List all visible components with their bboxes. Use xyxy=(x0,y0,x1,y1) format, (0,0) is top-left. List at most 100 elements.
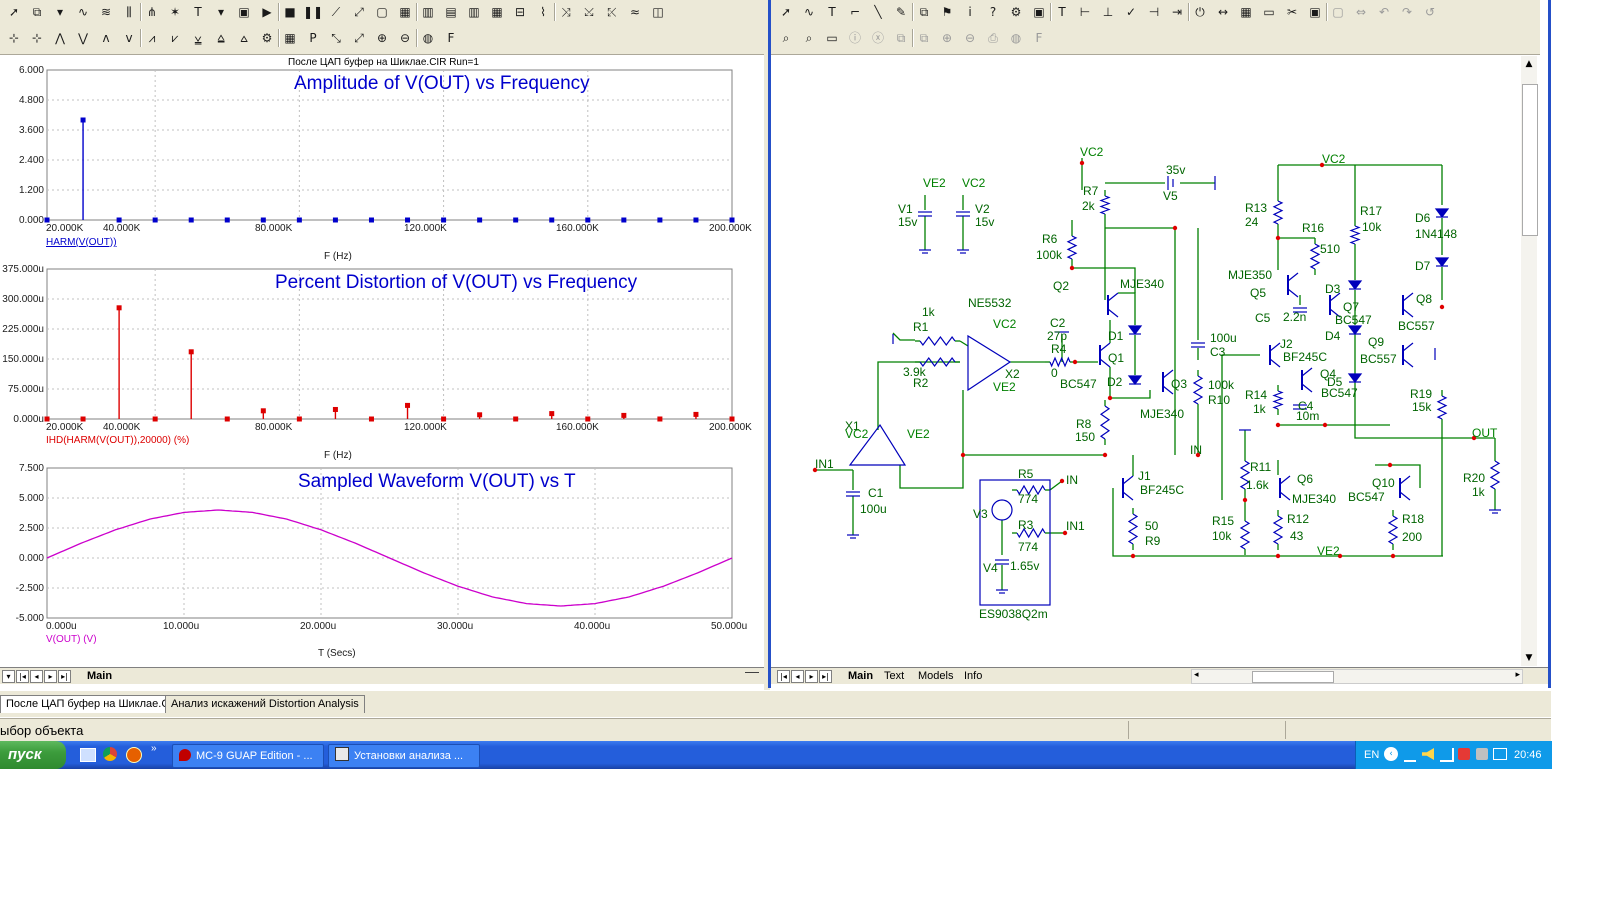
tab-scroll-menu[interactable]: ▾ xyxy=(2,670,15,683)
star-icon[interactable]: ✶ xyxy=(169,5,181,19)
scope-icon[interactable]: ◫ xyxy=(652,5,664,19)
series-name-waveform[interactable]: V(OUT) (V) xyxy=(46,634,97,645)
arrow-select-icon[interactable]: ➚ xyxy=(8,5,20,19)
hscroll-left-button[interactable]: ◂ xyxy=(1194,670,1199,680)
tab-next-button[interactable]: ▸ xyxy=(805,670,818,683)
scissors-icon[interactable]: ✂ xyxy=(1286,5,1298,19)
find-icon[interactable]: ⌕ xyxy=(805,31,813,45)
tag-left-icon[interactable]: ⤡ xyxy=(331,31,341,45)
wire-icon[interactable]: ∿ xyxy=(77,5,89,19)
taskbar-button-analysis-settings[interactable]: Установки анализа ... xyxy=(328,744,480,768)
monitor-icon[interactable] xyxy=(1493,748,1507,760)
line-icon[interactable]: ╲ xyxy=(874,5,882,19)
taskbar-button-microcap[interactable]: MC-9 GUAP Edition - ... xyxy=(172,744,324,768)
zoom-out-icon[interactable]: ⊖ xyxy=(964,31,976,45)
doc-tab-distortion[interactable]: Анализ искажений Distortion Analysis xyxy=(165,695,365,713)
marker2-icon[interactable]: ⤩ xyxy=(584,5,594,19)
stripes-icon[interactable]: ▥ xyxy=(422,5,434,19)
schematic-vscrollbar[interactable]: ▲ ▼ xyxy=(1521,56,1538,666)
tab-main[interactable]: Main xyxy=(848,670,874,682)
tab-prev-button[interactable]: ◂ xyxy=(30,670,43,683)
hscroll-thumb[interactable] xyxy=(1252,671,1334,683)
comment-icon[interactable]: ✎ xyxy=(895,5,907,19)
scroll-up-button[interactable]: ▲ xyxy=(1525,59,1533,69)
window-divider[interactable] xyxy=(764,0,770,690)
range-icon[interactable]: ↔ xyxy=(1217,5,1229,19)
grid-icon[interactable]: ▦ xyxy=(1240,5,1252,19)
wave-icon[interactable]: ⌇ xyxy=(540,5,546,19)
antivirus-icon[interactable] xyxy=(1458,748,1470,760)
peak-icon[interactable]: ⋀ xyxy=(55,31,65,45)
color-icon[interactable]: ◍ xyxy=(422,31,434,45)
tag-right-icon[interactable]: ⤢ xyxy=(354,31,364,45)
pin-connect-icon[interactable]: ⊣ xyxy=(1148,5,1160,19)
font-icon[interactable]: F xyxy=(447,31,455,45)
table-icon[interactable]: ▦ xyxy=(284,31,296,45)
pin-icon[interactable]: ⊢ xyxy=(1079,5,1091,19)
quicklaunch-desktop-icon[interactable] xyxy=(80,748,96,762)
tab-info[interactable]: Info xyxy=(964,670,983,682)
marker3-icon[interactable]: ⤪ xyxy=(607,5,617,19)
capture-icon[interactable]: ▣ xyxy=(1309,5,1321,19)
run-icon[interactable]: ▶ xyxy=(262,5,272,19)
print-icon[interactable]: ⎙ xyxy=(988,31,998,45)
display-icon[interactable]: ▣ xyxy=(1033,5,1045,19)
lines-icon[interactable]: ≋ xyxy=(100,5,112,19)
grid-icon[interactable]: ▦ xyxy=(399,5,411,19)
check-icon[interactable]: ✓ xyxy=(1125,5,1137,19)
component-icon[interactable]: ⧉ xyxy=(919,5,929,19)
tree-icon[interactable]: ⋔ xyxy=(146,5,158,19)
hscroll-right-button[interactable]: ▸ xyxy=(1515,670,1520,680)
clock[interactable]: 20:46 xyxy=(1514,749,1542,761)
redo-icon[interactable]: ↷ xyxy=(1401,5,1413,19)
stripes2-icon[interactable]: ▤ xyxy=(445,5,457,19)
undo-icon[interactable]: ↶ xyxy=(1378,5,1390,19)
usb-icon[interactable] xyxy=(1476,748,1488,760)
comment2-icon[interactable]: ▭ xyxy=(826,31,838,45)
info-icon[interactable]: i xyxy=(968,5,972,19)
arrow-in-icon[interactable]: ⇥ xyxy=(1171,5,1183,19)
high-icon[interactable]: ʌ xyxy=(102,31,110,45)
bent-wire-icon[interactable]: ⌐ xyxy=(849,5,861,19)
gear-icon[interactable]: ⚙ xyxy=(1010,5,1022,19)
slope-icon[interactable]: ⟋ xyxy=(331,5,341,19)
text-box-icon[interactable]: T xyxy=(1058,5,1066,19)
series-name-distortion[interactable]: IHD(HARM(V(OUT)),20000) (%) xyxy=(46,435,190,446)
low-icon[interactable]: v xyxy=(125,31,133,45)
binoculars-icon[interactable]: ⌕ xyxy=(782,31,790,45)
schematic-hscrollbar[interactable]: ◂ ▸ xyxy=(1191,669,1523,684)
language-indicator[interactable]: EN xyxy=(1364,749,1380,761)
text-tool-icon[interactable]: T xyxy=(828,5,836,19)
valley-icon[interactable]: ⋁ xyxy=(78,31,88,45)
component-icon[interactable]: ⧉ xyxy=(32,5,42,19)
quicklaunch-chrome-icon[interactable] xyxy=(103,747,117,761)
font-icon[interactable]: F xyxy=(1035,31,1043,45)
quicklaunch-firefox-icon[interactable] xyxy=(126,747,142,763)
tab-prev-button[interactable]: ◂ xyxy=(791,670,804,683)
tab-next-button[interactable]: ▸ xyxy=(44,670,57,683)
zoom-out-icon[interactable]: ⊖ xyxy=(399,31,411,45)
node-icon[interactable]: ⊥ xyxy=(1102,5,1114,19)
grid2-icon[interactable]: ▦ xyxy=(491,5,503,19)
volume-icon[interactable] xyxy=(1422,748,1434,760)
paste-icon[interactable]: ⧉ xyxy=(919,31,929,45)
bus-icon[interactable]: ⫼ xyxy=(126,5,132,19)
slope2-icon[interactable]: ⤢ xyxy=(354,5,364,19)
doc-tab-circuit[interactable]: После ЦАП буфер на Шиклае.CIR xyxy=(0,695,187,713)
series-name-amplitude[interactable]: HARM(V(OUT)) xyxy=(46,237,117,248)
plot-icon[interactable]: ⊟ xyxy=(514,5,526,19)
wire-icon[interactable]: ∿ xyxy=(803,5,815,19)
tag-icon[interactable]: ⚙ xyxy=(261,31,273,45)
inflect-icon[interactable]: ⩣ xyxy=(194,31,202,45)
global-low-icon[interactable]: ⩟ xyxy=(240,31,248,45)
arrows-icon[interactable]: ⇔ xyxy=(1355,5,1367,19)
stripes3-icon[interactable]: ▥ xyxy=(468,5,480,19)
network-icon[interactable] xyxy=(1404,748,1416,762)
info2-icon[interactable]: ⓘ xyxy=(848,31,861,45)
page-icon[interactable]: ▭ xyxy=(1263,5,1275,19)
onoff-icon[interactable]: ⏻ xyxy=(1195,5,1205,19)
text-tool-icon[interactable]: T xyxy=(194,5,202,19)
color-icon[interactable]: ◍ xyxy=(1010,31,1022,45)
zoom-in-icon[interactable]: ⊕ xyxy=(376,31,388,45)
